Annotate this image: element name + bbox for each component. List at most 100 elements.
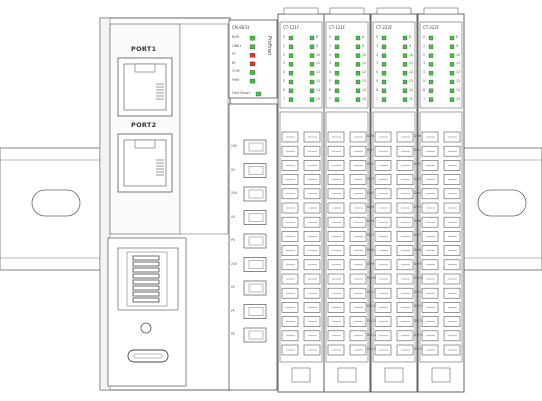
io-channel-label: DO8 [414,247,421,252]
channel-led [355,44,361,49]
coupler-terminal-clamp [248,283,264,293]
channel-led [449,97,455,102]
channel-led [449,71,455,76]
channel-led-number: 14 [362,87,367,92]
io-channel-label: DO2 [367,162,374,167]
channel-led-number: 8 [456,35,459,39]
coupler-module [99,17,278,391]
channel-led-number: 3 [376,61,379,66]
channel-led-number: 13 [456,79,461,83]
led-panel [228,19,278,99]
coupler-terminal-clamp [248,236,264,246]
channel-led-number: 4 [376,70,379,75]
io-channel-label: DO5 [367,205,374,209]
status-led-link1 [249,44,256,49]
io-module-top-latch [329,7,365,15]
channel-led-number: 9 [456,43,459,48]
coupler-terminal-clamp [248,189,264,199]
io-channel-label: DO2 [414,162,421,167]
io-channel-label: DO0 [414,134,421,138]
io-channel-label: DO8 [367,247,374,252]
channel-led [355,35,361,41]
io-channel-label: DO6 [367,219,374,224]
channel-led-number: 11 [316,61,321,66]
channel-led-number: 14 [456,87,461,92]
io-channel-label: DO4 [414,190,421,195]
channel-led [381,62,387,67]
channel-led-number: 3 [283,61,286,66]
channel-led [288,79,294,85]
io-module-bottom-latch[interactable] [431,367,451,383]
channel-led [288,97,294,102]
dip-switch-panel[interactable] [117,247,179,363]
channel-led [402,35,408,41]
io-module-bottom-latch[interactable] [291,367,311,383]
channel-led [449,88,455,93]
io-module-bottom-latch[interactable] [384,367,404,383]
channel-led [355,62,361,67]
status-led-label: RUN [232,35,239,39]
channel-led-number: 4 [329,70,332,75]
channel-led-number: 9 [409,43,412,48]
channel-led-number: 7 [376,96,379,101]
coupler-terminal-label: 24V [231,261,238,266]
channel-led [402,44,408,49]
channel-led [428,79,434,85]
io-channel-label: DO12 [414,304,424,309]
io-module-bottom-latch[interactable] [337,367,357,383]
channel-led-number: 9 [316,43,319,48]
io-module-top-latch [283,7,319,15]
port2-connector[interactable] [117,133,173,193]
io-led-panel [372,21,416,109]
channel-led [381,71,387,76]
io-channel-label: DO6 [414,219,421,224]
io-led-panel [325,21,369,109]
coupler-terminal-clamp [248,213,264,222]
channel-led-number: 6 [423,87,426,92]
terminal-group [243,139,267,343]
io-channel-label: DO15 [367,347,377,351]
channel-led [288,44,294,49]
channel-led-number: 12 [456,70,461,75]
coupler-terminal-clamp [248,166,264,175]
coupler-model-label: CN-8033 [232,25,250,30]
channel-led-number: 5 [376,79,379,83]
channel-led-number: 2 [376,52,379,57]
io-channel-label: DO12 [367,304,377,309]
channel-led-number: 10 [316,52,321,57]
channel-led-number: 3 [423,61,426,66]
channel-led [309,71,315,76]
status-led-com [249,70,256,75]
channel-led [381,35,387,41]
status-led-label: BF [232,60,237,65]
port1-connector[interactable] [117,57,173,117]
fp-led [255,91,262,97]
io-channel-label: DO10 [414,276,424,280]
coupler-terminal-label: 0V [231,214,236,219]
io-channel-label: DO3 [367,176,374,181]
io-channel-label: DO14 [414,332,424,337]
io-channel-label: DO4 [367,190,374,195]
io-channel-label: DO13 [414,318,424,323]
channel-led-number: 15 [456,96,461,101]
io-led-panel [419,21,463,109]
io-module-model-label: CT-222F [423,25,440,30]
channel-led [381,44,387,49]
coupler-terminal-clamp [248,260,264,269]
io-channel-label: DO11 [367,290,377,295]
status-led-label: LINK1 [232,43,242,48]
channel-led-number: 8 [409,35,412,39]
channel-led-number: 0 [376,35,379,39]
io-module-top-latch [423,7,459,15]
channel-led-number: 6 [283,87,286,92]
channel-led [428,53,434,58]
channel-led [309,35,315,41]
channel-led [334,62,340,67]
status-led-run [249,35,256,41]
channel-led [428,62,434,67]
channel-led [381,97,387,102]
reset-button[interactable] [140,322,152,334]
channel-led-number: 12 [316,70,321,75]
channel-led [449,53,455,58]
